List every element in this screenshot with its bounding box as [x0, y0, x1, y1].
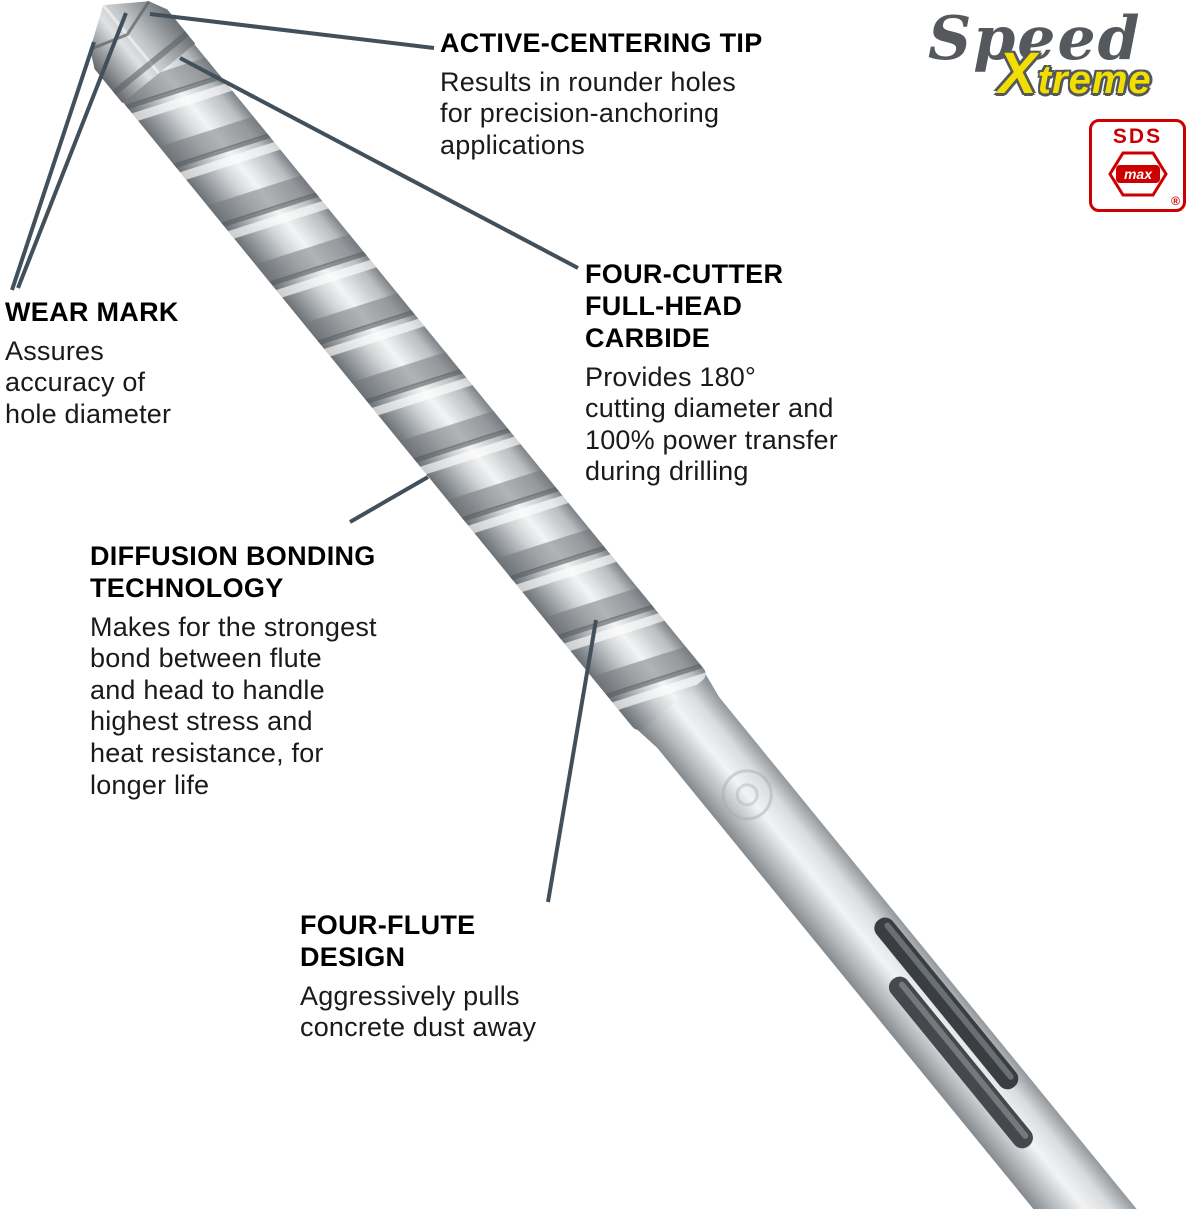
callout-body: Aggressively pulls concrete dust away — [300, 980, 537, 1043]
callout-body: Results in rounder holes for precision-a… — [440, 66, 736, 161]
sds-slot-2-highlight — [899, 981, 1029, 1139]
leader-line-wear-mark-2 — [16, 12, 128, 289]
speed-wordmark: Speed — [928, 4, 1142, 74]
callout-title: FOUR-FLUTE DESIGN — [300, 910, 476, 972]
head-facet-shadow — [89, 0, 151, 51]
xtreme-wordmark: Xtreme — [998, 40, 1152, 107]
leader-line-four-flute — [546, 619, 598, 903]
bit-wear-mark-ring — [112, 31, 189, 96]
leader-line-active-centering-tip — [149, 12, 435, 50]
callout-body: Provides 180° cutting diameter and 100% … — [585, 361, 838, 487]
leader-line-diffusion-bonding — [349, 475, 429, 524]
callout-title: DIFFUSION BONDING TECHNOLOGY — [90, 541, 376, 603]
xtreme-rest: treme — [1037, 58, 1152, 102]
shank-stamp-inner — [735, 783, 759, 807]
callout-active-centering-tip: ACTIVE-CENTERING TIP Results in rounder … — [440, 28, 780, 162]
speed-xtreme-logo: Speed Xtreme — [920, 4, 1192, 116]
registered-mark: ® — [1171, 194, 1180, 208]
callout-body: Makes for the strongest bond between flu… — [90, 611, 377, 800]
callout-wear-mark: WEAR MARK Assures accuracy of hole diame… — [5, 297, 205, 431]
leader-line-four-cutter — [179, 56, 579, 270]
drill-bit-body — [89, 0, 1155, 1209]
callout-title: ACTIVE-CENTERING TIP — [440, 28, 763, 58]
callout-four-cutter-carbide: FOUR-CUTTER FULL-HEAD CARBIDE Provides 1… — [585, 259, 895, 488]
callout-body: Assures accuracy of hole diameter — [5, 335, 172, 430]
sds-label: SDS — [1112, 125, 1163, 148]
shank-stamp — [721, 769, 773, 821]
sds-slot-1-highlight — [884, 922, 1014, 1080]
callout-diffusion-bonding: DIFFUSION BONDING TECHNOLOGY Makes for t… — [90, 541, 410, 801]
sds-max-hexagon-icon: max — [1092, 150, 1183, 203]
xtreme-initial: X — [998, 41, 1038, 106]
leader-line-wear-mark-1 — [10, 41, 96, 291]
leader-lines — [10, 12, 598, 903]
sds-max-logo: SDS max ® — [1089, 119, 1186, 212]
bit-spiral-flutes — [109, 27, 706, 730]
callout-title: FOUR-CUTTER FULL-HEAD CARBIDE — [585, 259, 784, 353]
max-label: max — [1123, 166, 1152, 182]
callout-title: WEAR MARK — [5, 297, 179, 327]
callout-four-flute-design: FOUR-FLUTE DESIGN Aggressively pulls con… — [300, 910, 580, 1044]
